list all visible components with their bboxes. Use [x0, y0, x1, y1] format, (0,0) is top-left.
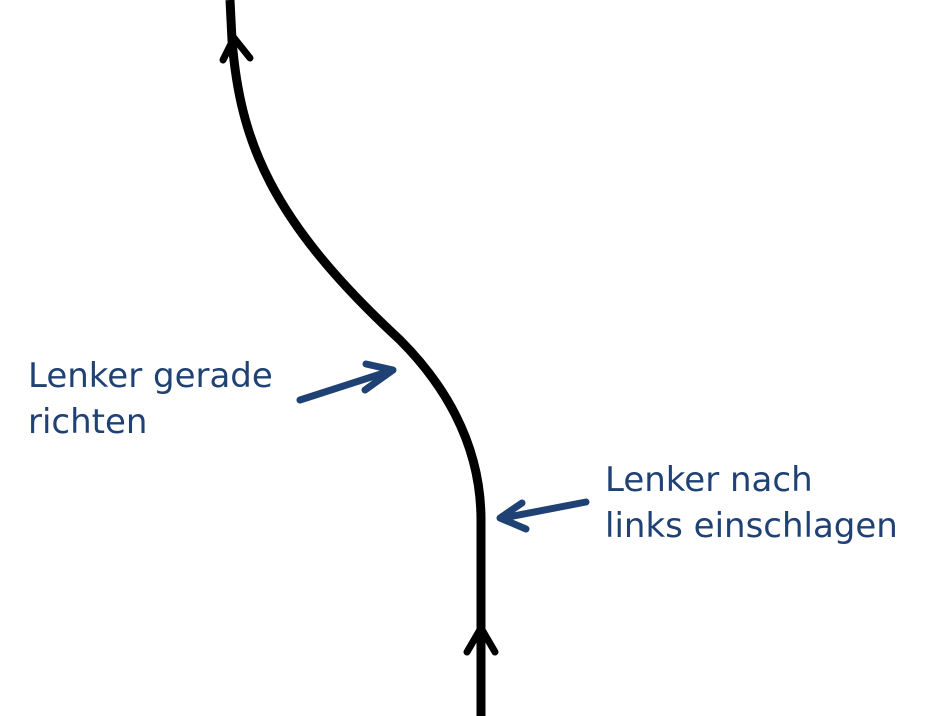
straighten-label-line2: richten [28, 402, 148, 442]
direction-chevron-top [219, 31, 254, 64]
steer-left-label-line2: links einschlagen [605, 506, 898, 546]
steer-left-label: Lenker nach links einschlagen [605, 457, 898, 549]
steer-left-arrow-shaft [499, 498, 590, 522]
straighten-arrow-shaft [296, 367, 394, 404]
steer-left-label-line1: Lenker nach [605, 460, 813, 500]
steer-left-arrowhead [496, 499, 530, 533]
straighten-label: Lenker gerade richten [28, 353, 273, 445]
straighten-label-line1: Lenker gerade [28, 356, 273, 396]
straighten-arrowhead [361, 360, 397, 394]
travel-path [225, 0, 486, 716]
direction-chevron-bottom [463, 621, 499, 656]
